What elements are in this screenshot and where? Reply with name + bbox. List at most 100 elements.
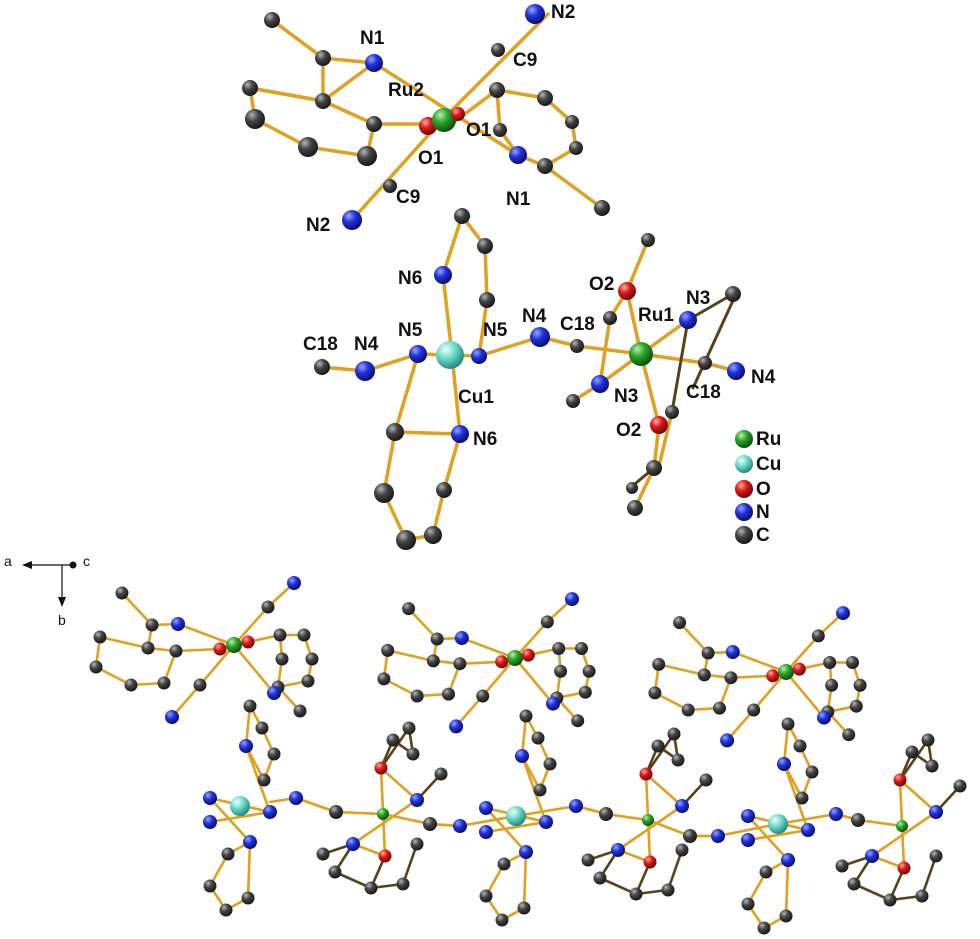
atom-N	[781, 853, 795, 867]
bond	[514, 804, 578, 818]
atom-N	[836, 606, 850, 621]
atom-O	[897, 861, 911, 875]
atom-C	[921, 733, 935, 747]
label-Ru2: Ru2	[388, 80, 424, 101]
atom-C	[406, 747, 420, 761]
atom-N	[346, 837, 360, 851]
bond	[870, 810, 938, 858]
atom-N	[451, 425, 469, 443]
atom-labels: N1 Ru2 O1 O1 C9 C9 N2 N2 N1	[306, 2, 575, 236]
ru2-complex-molecule: N1 Ru2 O1 O1 C9 C9 N2 N2 N1	[242, 2, 610, 236]
atom-N	[287, 576, 301, 590]
atom-C	[434, 767, 448, 781]
atom-C	[571, 714, 585, 728]
atom-N	[929, 805, 943, 819]
atom-N	[471, 348, 487, 364]
atom-O	[893, 773, 907, 787]
bond	[513, 656, 555, 705]
atom-N	[365, 54, 383, 72]
atom-labels: N6 N5 N5 N4 N4 C18 C18 Cu1 N6 O2 Ru1 N3 …	[303, 268, 776, 450]
atom-N	[434, 266, 452, 284]
label-C18-right: C18	[686, 382, 721, 403]
bond	[920, 854, 938, 898]
atom-N	[239, 739, 253, 753]
atom-C	[381, 643, 395, 657]
atom-N	[453, 819, 467, 833]
atom-N	[741, 833, 755, 847]
legend-swatch-c	[735, 526, 753, 544]
atom-C	[364, 881, 378, 895]
label-N6-top: N6	[398, 268, 422, 289]
atom-N	[829, 807, 843, 821]
atom-N	[675, 799, 689, 813]
atom-N	[725, 645, 740, 660]
legend-label-o: O	[756, 479, 771, 500]
atom-C	[675, 843, 689, 857]
cu-ru-chain-unit: N6 N5 N5 N4 N4 C18 C18 Cu1 N6 O2 Ru1 N3 …	[303, 208, 776, 550]
bond	[176, 622, 236, 647]
legend-label-n: N	[756, 502, 770, 523]
atom-C	[565, 115, 579, 129]
label-C18-left: C18	[303, 334, 338, 355]
legend-label-ru: Ru	[756, 429, 781, 450]
atom-O	[374, 761, 388, 775]
atom-C	[241, 891, 255, 905]
atom-C	[569, 141, 583, 155]
packing-cu-unit-3	[741, 717, 819, 935]
atom-C	[477, 238, 493, 254]
packing-ru1-unit-1	[316, 721, 448, 895]
label-O1-right: O1	[466, 120, 492, 141]
label-N3-bottom: N3	[614, 386, 638, 407]
atom-C	[537, 158, 553, 174]
atom-C	[543, 757, 557, 771]
bond	[752, 670, 788, 712]
atom-N	[289, 791, 303, 805]
atom-C	[540, 615, 554, 629]
atom-C	[724, 671, 738, 685]
atom-C	[479, 292, 495, 308]
atom-C	[681, 703, 695, 717]
atom-Ru	[432, 108, 456, 132]
atom-Ru	[377, 808, 389, 820]
atom-O	[643, 855, 657, 869]
atom-C	[811, 629, 825, 643]
bond	[208, 796, 252, 844]
label-Cu1: Cu1	[458, 387, 494, 408]
atom-C	[297, 628, 311, 642]
atom-Ru	[642, 814, 654, 826]
bond	[856, 818, 904, 828]
atom-C	[479, 889, 493, 903]
atom-C	[582, 664, 596, 678]
atom-N	[817, 710, 831, 725]
atom-C	[570, 339, 584, 353]
bond	[484, 820, 548, 834]
atom-C	[453, 657, 467, 671]
atom-C	[402, 602, 416, 616]
atom-C	[566, 394, 580, 408]
atom-O	[495, 655, 509, 669]
atom-N	[565, 592, 579, 607]
bonds	[247, 12, 604, 222]
bond	[401, 842, 419, 886]
atom-C	[275, 652, 289, 666]
atom-N	[449, 719, 464, 734]
atom-O	[766, 669, 780, 683]
atom-Ru	[507, 650, 523, 666]
atom-N	[243, 835, 257, 849]
atom-C	[423, 817, 437, 831]
atom-C	[430, 632, 444, 646]
atom-C	[424, 526, 442, 544]
bond	[294, 796, 338, 814]
atom-C	[386, 733, 400, 747]
atom-C	[842, 728, 856, 742]
atom-C	[665, 405, 679, 419]
atom-N	[267, 686, 281, 700]
atom-C	[242, 80, 258, 96]
atom-N	[263, 805, 277, 819]
atom-N	[203, 815, 217, 829]
atom-C	[713, 701, 726, 715]
label-N1-bottom: N1	[506, 189, 531, 210]
atom-N	[515, 749, 529, 763]
atom-C	[426, 654, 440, 668]
atom-C	[221, 847, 235, 861]
